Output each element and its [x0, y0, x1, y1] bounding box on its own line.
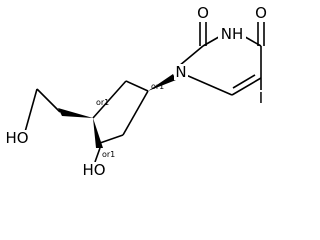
bond-ch2-c [36, 88, 61, 113]
atom-o-right: O [255, 4, 267, 22]
atom-iodine: I [259, 89, 263, 107]
bond-ce-oh [94, 147, 101, 163]
stereo-label-hydroxymethyl-carbon: or1 [96, 98, 109, 107]
atom-ho-left: HO [5, 129, 28, 147]
wedge-ca-ch2 [58, 108, 93, 118]
structure-svg: O NH O N I HO HO or1 or1 or1 [3, 4, 270, 179]
wedge-cc-n1 [148, 74, 176, 91]
bond-c6-n1 [185, 74, 233, 96]
atom-ho-bottom: HO [82, 161, 105, 179]
bond-n1-c2 [178, 45, 204, 67]
molecule-diagram: O NH O N I HO HO or1 or1 or1 [3, 4, 270, 179]
stereo-labels: or1 or1 or1 [96, 82, 164, 159]
atom-n1: N [175, 63, 186, 81]
bond-cc-cd [122, 90, 149, 136]
atom-nh: NH [221, 25, 244, 43]
wedge-ca-ce [93, 118, 103, 148]
stereo-label-n-attach-carbon: or1 [151, 82, 164, 91]
cyclopentane-ring [24, 74, 176, 163]
bond-cd-ce [99, 134, 124, 144]
bond-c5-c6-inner [232, 74, 256, 89]
bond-c-oh [24, 88, 38, 133]
bond-ca-cb [92, 80, 127, 119]
bond-cb-cc [125, 80, 149, 92]
atom-o-top: O [197, 4, 209, 22]
atom-labels: O NH O N I HO HO [3, 4, 270, 179]
stereo-label-hydroxyl-carbon: or1 [102, 150, 115, 159]
bond-c5-c6 [231, 77, 262, 96]
